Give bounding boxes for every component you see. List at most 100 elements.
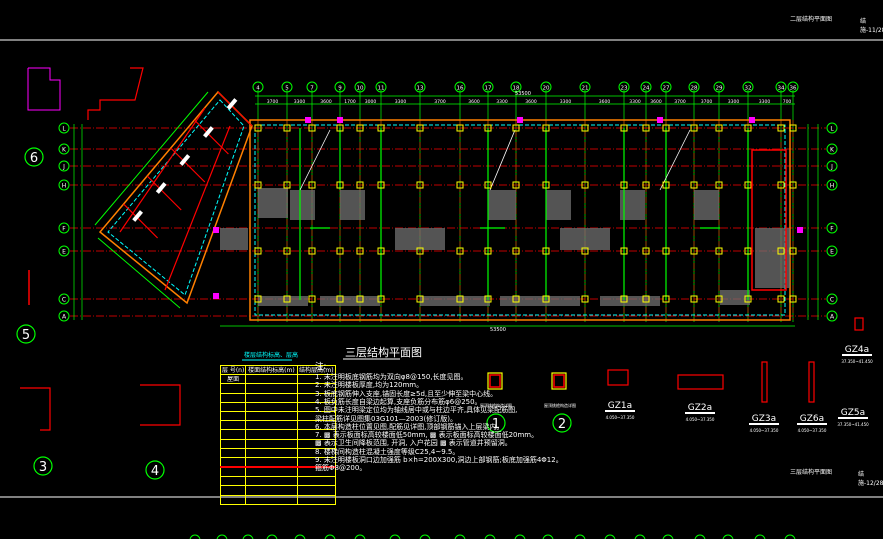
- dimension-text: 3700: [267, 99, 279, 105]
- table-row: [219, 485, 337, 496]
- note-item: 4. 板负筋长度自梁边起算,支座负筋分布筋φ6@250。: [315, 397, 482, 406]
- dimension-text: 1700: [344, 99, 356, 105]
- axis-bubble: [306, 81, 318, 93]
- parapet-detail: [87, 67, 144, 120]
- axis-bubble: [826, 293, 838, 305]
- axis-bubble: [826, 143, 838, 155]
- table-cell: [245, 374, 298, 385]
- hatched-area: [340, 190, 365, 220]
- axis-bubble: [58, 310, 70, 322]
- axis-label: F: [62, 226, 66, 233]
- axis-bubble: [634, 534, 646, 539]
- axis-bubble: [389, 534, 401, 539]
- header-sheet-number: 结施-11/28: [860, 18, 883, 34]
- stair-line: [299, 129, 331, 191]
- column-section: [761, 361, 768, 403]
- column-label: GZ5a: [841, 408, 865, 418]
- column: [789, 247, 797, 255]
- header-sheet-name: 二层结构平面图: [790, 16, 833, 23]
- table-header-row: 层 号(n) 楼面结构标高(m) 结构层高(m): [219, 364, 337, 376]
- axis-label: 7: [310, 86, 314, 92]
- axis-bubble: [482, 81, 494, 93]
- column: [542, 181, 550, 189]
- table-cell: [245, 447, 298, 458]
- axis-label: A: [830, 314, 835, 321]
- table-cell: [219, 383, 247, 394]
- axis-label: 18: [513, 86, 520, 92]
- note-item: ▩ 表示卫生间降板范围, 开洞, 入户花园 ▩ 表示管道井预留洞。: [315, 439, 512, 448]
- column: [662, 295, 670, 303]
- column: [283, 124, 291, 132]
- column-label: GZ1a: [608, 401, 632, 411]
- detail-4-outline: [140, 384, 181, 426]
- axis-bubble: [414, 81, 426, 93]
- axis-label: 9: [338, 86, 342, 92]
- axis-label: L: [62, 126, 66, 133]
- table-cell: [245, 476, 298, 487]
- axis-label: 11: [378, 86, 385, 92]
- column: [777, 295, 785, 303]
- axis-label: J: [830, 164, 833, 171]
- column: [456, 247, 464, 255]
- axis-bubble: [542, 534, 554, 539]
- table-cell: [245, 456, 298, 468]
- axis-bubble: [58, 160, 70, 172]
- detail-caption: 屋顶挑檐构造详图: [480, 402, 512, 408]
- column: [456, 124, 464, 132]
- column: [642, 295, 650, 303]
- column: [715, 247, 723, 255]
- column: [620, 295, 628, 303]
- note-item: 7. ▩ 表示板面标高较楼面低50mm, ▩ 表示板面标高较楼面低20mm。: [315, 431, 539, 440]
- axis-label: 23: [621, 86, 628, 92]
- axis-bubble: [662, 534, 674, 539]
- axis-bubble: [784, 534, 796, 539]
- table-cell: [219, 447, 247, 458]
- table-cell: [219, 466, 247, 478]
- column-magenta: [337, 117, 343, 123]
- rebar-label: [226, 98, 238, 110]
- axis-bubble: [826, 179, 838, 191]
- plan-title: 三层结构平面图: [345, 345, 422, 359]
- axis-label: J: [62, 164, 65, 171]
- footer-sheet-number: 结施-12/28: [858, 471, 883, 487]
- column: [484, 181, 492, 189]
- table-cell: [245, 438, 298, 449]
- axis-label: E: [62, 249, 66, 256]
- column: [356, 295, 364, 303]
- axis-bubble: [787, 81, 799, 93]
- column-magenta: [749, 117, 755, 123]
- column-label: GZ6a: [800, 414, 824, 424]
- table-cell: 屋面: [219, 374, 247, 385]
- detail-bubble: [16, 324, 36, 344]
- hatched-area: [420, 296, 490, 306]
- column: [377, 124, 385, 132]
- column: [642, 124, 650, 132]
- column: [254, 181, 262, 189]
- column-magenta: [213, 227, 219, 233]
- axis-bubble: [579, 81, 591, 93]
- column: [581, 247, 589, 255]
- column: [777, 247, 785, 255]
- hatched-area: [258, 188, 288, 218]
- column: [581, 295, 589, 303]
- column: [690, 181, 698, 189]
- wing-wall: [146, 175, 182, 211]
- note-item: 3. 板底钢筋伸入支座,锚固长度≥5d,且至少伸至梁中心线。: [315, 389, 498, 398]
- axis-label: 36: [790, 86, 797, 92]
- column: [662, 247, 670, 255]
- stair-wall: [751, 149, 787, 291]
- dimension-text: 3600: [525, 99, 537, 105]
- axis-bubble: [419, 534, 431, 539]
- elevation-range: 4.050~37.350: [750, 428, 779, 433]
- column-label: GZ3a: [752, 414, 776, 424]
- dimension-text: 3300: [759, 99, 771, 105]
- column-magenta: [797, 227, 803, 233]
- note-item: 2. 未注明楼板厚度,均为120mm。: [315, 381, 424, 390]
- dimension-text: 3600: [599, 99, 611, 105]
- detail-bubble: [33, 456, 53, 476]
- axis-label: H: [830, 183, 835, 190]
- column: [356, 247, 364, 255]
- wing-dim-line: [94, 91, 209, 226]
- column: [308, 247, 316, 255]
